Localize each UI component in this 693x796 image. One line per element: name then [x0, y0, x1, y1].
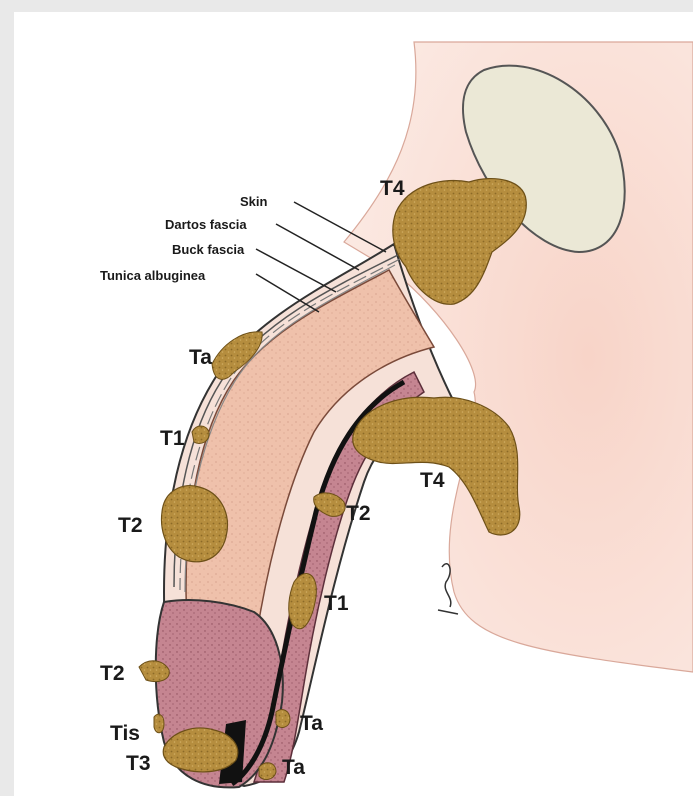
tumor-ta-base: [259, 763, 276, 780]
stage-label-t1-left: T1: [160, 427, 185, 450]
tunica-albuginea-label: Tunica albuginea: [100, 268, 206, 283]
buck-leader: [256, 249, 336, 292]
skin-label: Skin: [240, 194, 268, 209]
stage-label-t2-lower: T2: [100, 662, 125, 685]
dartos-fascia-label: Dartos fascia: [165, 217, 247, 232]
stage-label-ta-bottom: Ta: [300, 712, 323, 735]
stage-label-t4-right: T4: [420, 469, 445, 492]
stage-label-t2-right: T2: [346, 502, 371, 525]
stage-label-ta-left: Ta: [189, 346, 212, 369]
tumor-t1-left: [192, 426, 209, 444]
stage-label-t3: T3: [126, 752, 151, 775]
penile-cancer-staging-diagram: Skin Dartos fascia Buck fascia Tunica al…: [14, 12, 693, 796]
tumor-t2-lower: [139, 661, 169, 682]
tumor-t4-right: [353, 397, 520, 535]
tunica-leader: [256, 274, 319, 312]
buck-fascia-label: Buck fascia: [172, 242, 245, 257]
stage-label-t4-top: T4: [380, 177, 405, 200]
tumor-tis: [154, 714, 164, 732]
stage-label-t2-left: T2: [118, 514, 143, 537]
tumor-ta-bottom: [276, 710, 290, 728]
stage-label-t1-right: T1: [324, 592, 349, 615]
stage-label-ta-base: Ta: [282, 756, 305, 779]
stage-label-tis: Tis: [110, 722, 140, 745]
illustration-frame: Skin Dartos fascia Buck fascia Tunica al…: [14, 12, 693, 796]
